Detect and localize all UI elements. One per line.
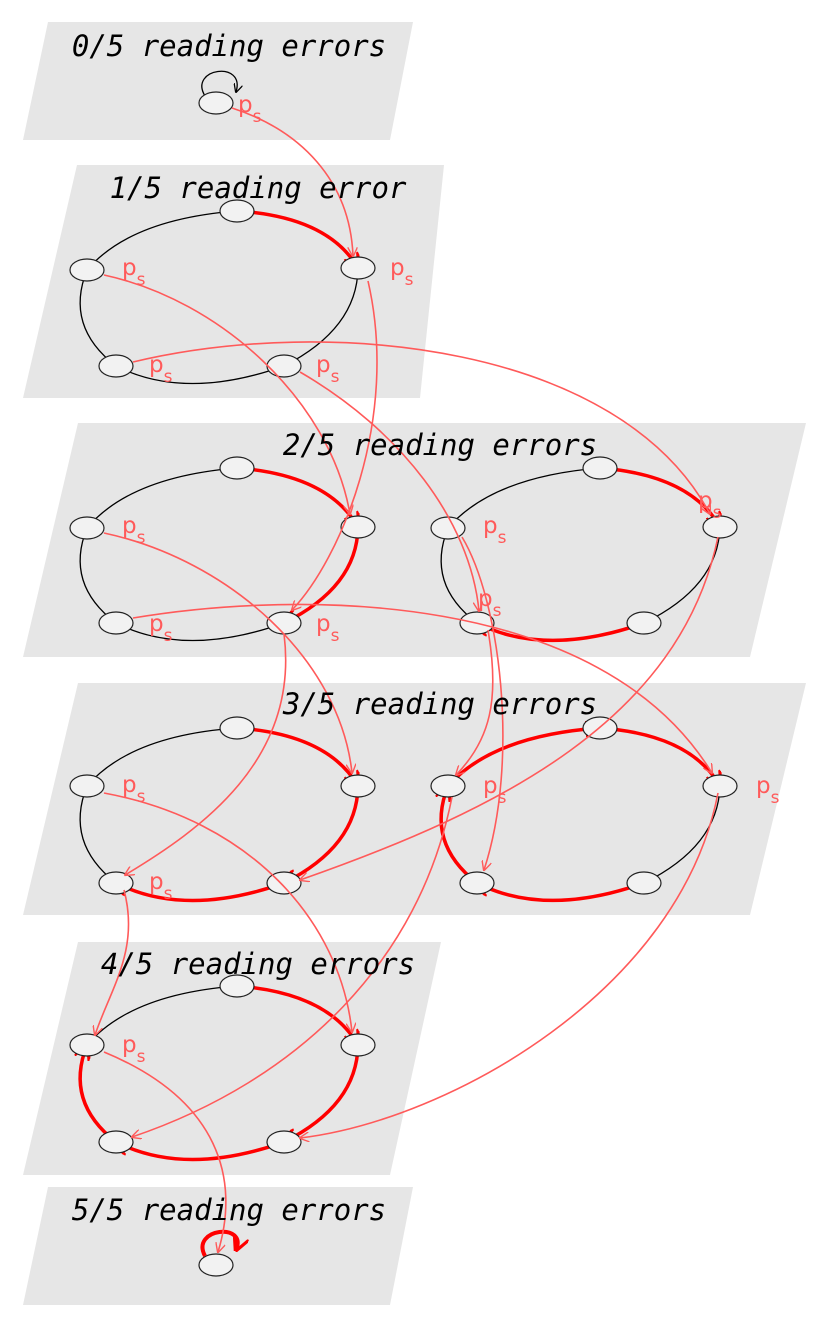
state-node	[266, 1130, 302, 1154]
transition-edge	[132, 603, 712, 773]
state-node	[702, 515, 738, 539]
level-panel	[23, 423, 806, 657]
ps-subscript: s	[164, 367, 173, 387]
transition-edge	[299, 371, 479, 611]
ps-subscript: s	[137, 787, 146, 807]
level-title: 0/5 reading errors	[72, 29, 386, 63]
transition-edge	[300, 536, 719, 880]
ps-subscript: s	[713, 503, 722, 523]
level-title: 3/5 reading errors	[282, 687, 597, 721]
state-node	[626, 871, 662, 895]
state-node	[702, 774, 738, 798]
transition-edge	[103, 1051, 227, 1252]
transition-edge	[103, 274, 350, 514]
state-node	[198, 91, 234, 115]
self-loop-edge	[200, 1229, 238, 1257]
ring-edge	[447, 468, 600, 529]
state-node	[459, 871, 495, 895]
state-node	[340, 256, 376, 280]
level-title: 2/5 reading errors	[283, 428, 597, 462]
ps-subscript: s	[164, 884, 173, 904]
ring-edge	[86, 468, 237, 529]
state-node	[98, 1130, 134, 1154]
ps-subscript: s	[137, 270, 146, 290]
transition-edge	[456, 629, 494, 775]
transition-edge	[132, 341, 710, 514]
transition-edge	[231, 107, 353, 256]
level-panel	[23, 683, 806, 915]
level-title: 1/5 reading error	[110, 171, 407, 205]
transition-edge	[300, 792, 719, 1138]
state-node	[98, 871, 134, 895]
ring-edge	[644, 526, 721, 623]
state-node	[98, 354, 134, 378]
error-transition-edge	[477, 883, 645, 903]
transition-edge	[95, 889, 130, 1035]
level-title: 4/5 reading errors	[101, 947, 415, 981]
ps-subscript: s	[331, 626, 340, 646]
transition-edge	[125, 633, 287, 875]
state-node	[69, 516, 105, 540]
state-node	[582, 456, 618, 480]
error-transition-edge	[599, 466, 720, 527]
error-transition-edge	[116, 883, 285, 903]
state-node	[69, 258, 105, 282]
self-loop-edge	[201, 70, 237, 97]
ps-subscript: s	[331, 367, 340, 387]
ps-subscript: s	[771, 788, 780, 808]
state-node	[626, 611, 662, 635]
state-node	[69, 774, 105, 798]
transition-edge	[103, 532, 352, 773]
state-node	[219, 716, 255, 740]
ring-edge	[86, 728, 237, 787]
level-title: 5/5 reading errors	[72, 1193, 386, 1227]
ps-subscript: s	[164, 626, 173, 646]
state-node	[340, 1033, 376, 1057]
state-node	[219, 199, 255, 223]
ps-subscript: s	[498, 528, 507, 548]
state-node	[266, 354, 302, 378]
state-node	[219, 974, 255, 998]
transition-edge	[292, 280, 378, 610]
state-node	[69, 1033, 105, 1057]
ring-edge	[86, 211, 237, 271]
ps-subscript: s	[253, 107, 262, 127]
ps-subscript: s	[405, 270, 414, 290]
state-node	[98, 611, 134, 635]
ps-subscript: s	[498, 788, 507, 808]
state-node	[219, 456, 255, 480]
transition-edge	[132, 796, 453, 1137]
ps-subscript: s	[137, 1047, 146, 1067]
error-transition-edge	[236, 726, 358, 786]
state-node	[198, 1253, 234, 1277]
error-transition-edge	[284, 526, 360, 623]
state-node	[430, 774, 466, 798]
ring-edge	[284, 267, 359, 366]
ring-edge	[644, 785, 721, 883]
level-panel	[23, 942, 441, 1175]
level-panel	[23, 165, 444, 398]
error-transition-edge	[116, 1142, 285, 1162]
state-node	[340, 774, 376, 798]
level-panel	[23, 22, 413, 140]
transition-edge	[461, 536, 504, 870]
ps-subscript: s	[493, 601, 502, 621]
ring-edge	[116, 623, 285, 642]
transition-edge	[103, 792, 352, 1032]
state-node	[340, 515, 376, 539]
error-transition-edge	[236, 984, 358, 1045]
ps-subscript: s	[137, 528, 146, 548]
state-node	[430, 516, 466, 540]
ring-edge	[116, 366, 285, 385]
